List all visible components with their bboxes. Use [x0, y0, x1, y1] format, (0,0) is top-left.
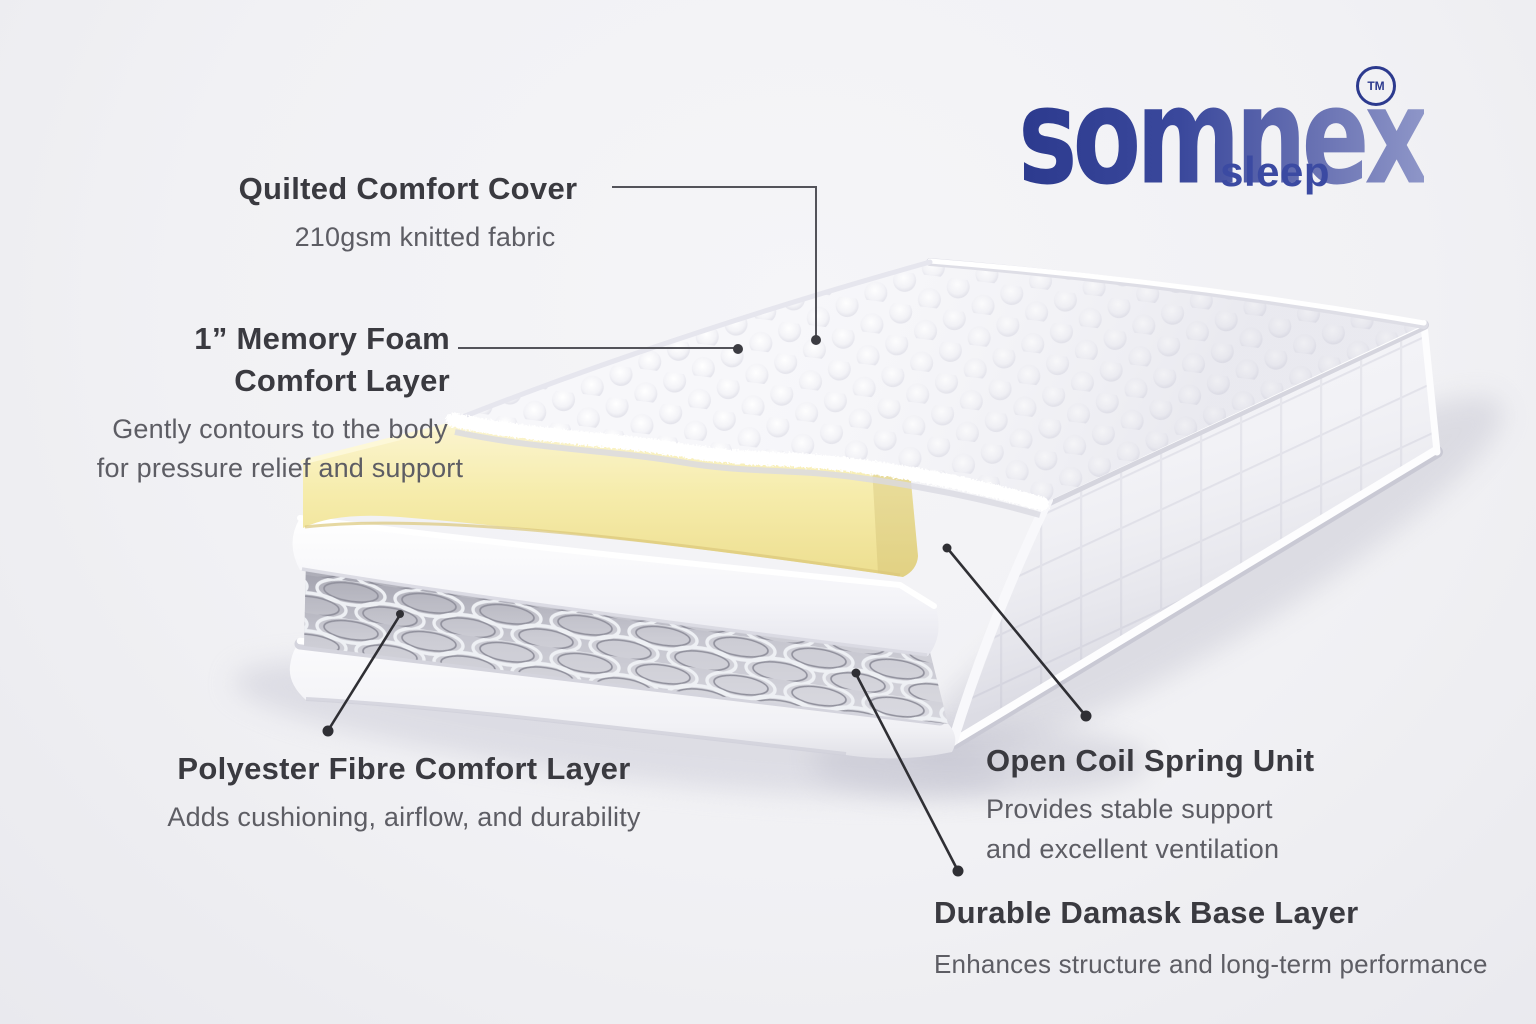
callout-open-coil: Open Coil Spring Unit Provides stable su… [986, 740, 1416, 869]
callout-damask-base: Durable Damask Base Layer Enhances struc… [934, 892, 1518, 984]
trademark-icon: TM [1356, 66, 1396, 106]
callout-dot [733, 344, 743, 354]
callout-subtitle-line2: and excellent ventilation [986, 833, 1280, 864]
callout-dot [851, 668, 861, 678]
connector-polyester [322, 610, 404, 737]
connector-open-coil [942, 543, 1092, 722]
callout-dot [322, 725, 334, 737]
callout-title: Durable Damask Base Layer [934, 895, 1359, 930]
brand-tagline: sleep [1220, 148, 1330, 195]
connector-quilted-cover [612, 186, 821, 345]
callout-polyester-layer: Polyester Fibre Comfort Layer Adds cushi… [162, 748, 646, 838]
brand-logo: somnex TM sleep [1000, 20, 1429, 203]
connector-damask [851, 668, 964, 877]
callout-subtitle-line2: for pressure relief and support [96, 453, 464, 484]
callout-subtitle-line1: Gently contours to the body [112, 414, 448, 444]
callout-memory-foam-title: 1” Memory Foam Comfort Layer [50, 318, 450, 402]
callout-subtitle: Enhances structure and long-term perform… [934, 949, 1488, 980]
cover-fluffy-edge [446, 413, 1049, 518]
callout-connectors [322, 186, 1092, 877]
callout-title: Polyester Fibre Comfort Layer [177, 751, 631, 786]
callout-dot [952, 865, 964, 877]
callout-title: Open Coil Spring Unit [986, 743, 1315, 778]
callout-title: Quilted Comfort Cover [238, 171, 578, 206]
callout-dot [942, 543, 952, 553]
callout-dot [396, 610, 404, 618]
callout-memory-foam-subtitle: Gently contours to the body for pressure… [62, 410, 498, 489]
fibre-layer [292, 515, 939, 657]
callout-title-line1: 1” Memory Foam [194, 321, 450, 356]
callout-subtitle-line1: Provides stable support [986, 794, 1273, 825]
mattress-quilted-cover [452, 258, 1428, 504]
callout-title-line2: Comfort Layer [234, 363, 450, 399]
callout-quilted-cover: Quilted Comfort Cover 210gsm knitted fab… [188, 168, 628, 258]
connector-memory-foam [458, 344, 743, 354]
callout-subtitle: 210gsm knitted fabric [294, 222, 556, 253]
callout-subtitle: Adds cushioning, airflow, and durability [167, 802, 641, 833]
callout-dot [1080, 710, 1092, 722]
callout-dot [811, 335, 821, 345]
